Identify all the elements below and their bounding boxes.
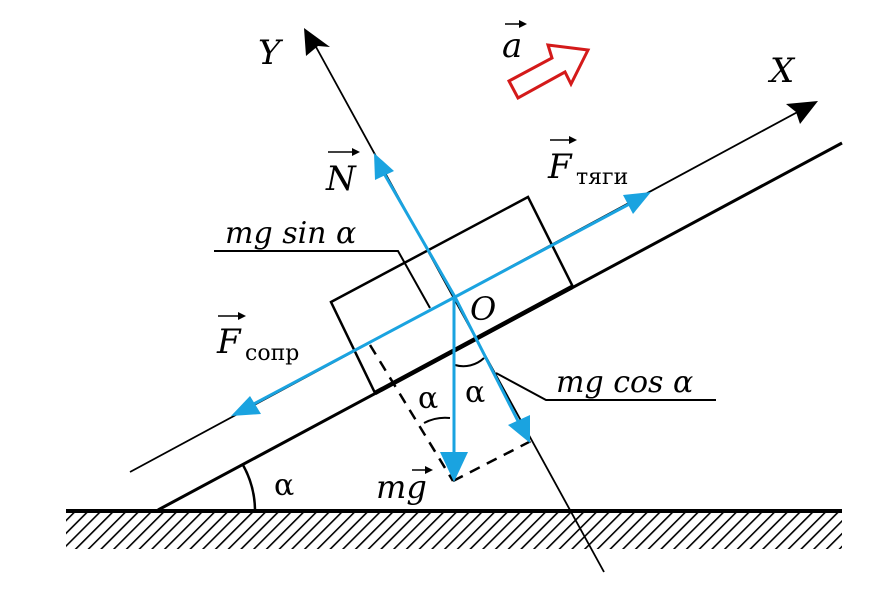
force-vectors [231,153,651,482]
gravity-angle-label-right: α [465,375,485,410]
gravity-angle-label-left: α [418,381,438,416]
ground-hatching [66,513,842,549]
resistance-force-subscript: сопр [245,341,299,366]
resistance-force-arrowhead [231,396,261,416]
projection-dashed-line-left [368,344,455,482]
traction-force-symbol: F [547,147,573,187]
resistance-force-line [249,295,456,408]
incline-angle-arc [241,464,257,512]
projection-dashed-line-bottom [452,439,532,483]
x-axis-arrowhead [786,101,818,124]
x-axis-label: X [767,51,796,91]
mg-cos-component-arrowhead [508,415,530,443]
y-axis-label: Y [258,33,284,73]
mg-cos-component-line [453,296,522,426]
normal-force-label: N [325,159,357,199]
traction-force-subscript: тяги [576,165,628,190]
normal-force-arrowhead [374,153,394,180]
mg-cos-leader-line [495,372,716,401]
y-axis-arrowhead [304,28,330,56]
gravity-angle-arc-left [423,416,451,424]
mg-sin-alpha-label: mg sin α [225,216,356,251]
traction-force-line [454,199,636,299]
resistance-force-vector-tip [238,312,246,320]
acceleration-vector-tip [519,20,527,28]
mg-cos-alpha-label: mg cos α [556,365,693,400]
block [329,195,575,395]
traction-force-arrowhead [623,192,651,214]
mg-sin-leader-line [214,250,431,309]
normal-force-vector-tip [352,148,360,156]
origin-label: O [470,290,496,328]
gravity-angle-arc-right [454,357,485,368]
gravity-force-arrowhead [440,452,468,482]
traction-force-vector-tip [569,136,577,144]
acceleration-label: a [502,26,522,66]
incline-angle-label: α [274,468,294,503]
normal-force-line [380,169,457,298]
acceleration-arrow-icon [506,43,591,101]
gravity-force-label: mg [376,468,427,506]
resistance-force-symbol: F [216,322,242,362]
gravity-force-vector-tip [425,466,433,474]
